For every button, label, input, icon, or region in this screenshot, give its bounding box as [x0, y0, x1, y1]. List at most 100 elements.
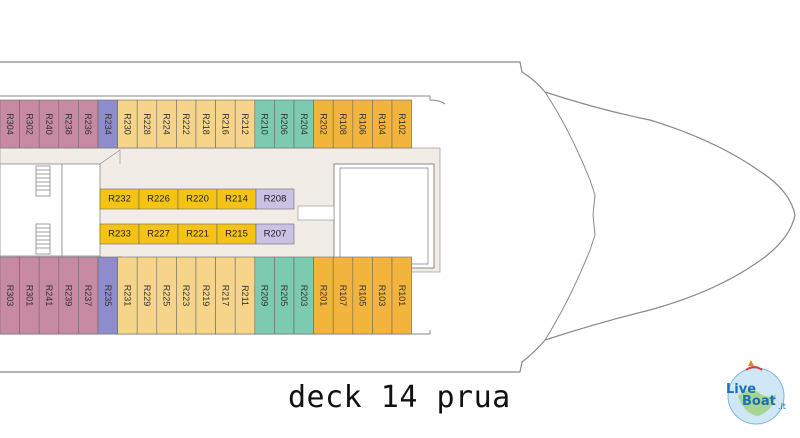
cabin-r232: R232 — [99, 188, 140, 210]
cabin-r231: R231 — [117, 256, 138, 335]
cabin-r302: R302 — [19, 99, 40, 149]
cabin-r301: R301 — [19, 256, 40, 335]
cabin-label: R202 — [318, 113, 328, 135]
cabin-r214: R214 — [216, 188, 257, 210]
cabin-r107: R107 — [332, 256, 354, 335]
cabin-r226: R226 — [138, 188, 179, 210]
forward-lounge — [333, 163, 435, 269]
cabin-r208: R208 — [255, 188, 295, 210]
cabin-label: R222 — [181, 113, 191, 135]
liveboat-logo: Live Boat .it — [718, 356, 794, 428]
logo-text-boat: Boat — [742, 394, 776, 409]
cabin-label: R201 — [318, 285, 328, 307]
cabin-label: R217 — [220, 285, 230, 307]
cabin-r234: R234 — [97, 99, 118, 149]
cabin-label: R225 — [162, 285, 172, 307]
logo-text-domain: .it — [778, 402, 786, 411]
cabin-r204: R204 — [293, 99, 314, 149]
cabin-label: R215 — [225, 229, 248, 240]
cabin-label: R236 — [83, 113, 93, 135]
cabin-r303: R303 — [0, 256, 20, 335]
cabin-r235: R235 — [97, 256, 118, 335]
cabin-label: R235 — [103, 285, 113, 307]
cabin-label: R232 — [108, 194, 131, 205]
cabin-r108: R108 — [332, 99, 354, 149]
cabin-label: R239 — [64, 285, 74, 307]
cabin-label: R212 — [240, 113, 250, 135]
logo-text-live: Live — [726, 382, 757, 397]
cabin-r229: R229 — [136, 256, 158, 335]
cabin-r239: R239 — [58, 256, 79, 335]
cabin-label: R229 — [142, 285, 152, 307]
deck-title: deck 14 prua — [288, 380, 511, 415]
cabin-label: R304 — [5, 113, 15, 135]
cabin-r220: R220 — [177, 188, 218, 210]
cabin-box — [255, 223, 295, 245]
elevator-lobby — [61, 163, 101, 257]
cabin-label: R240 — [44, 113, 54, 135]
cabin-r223: R223 — [176, 256, 197, 335]
cabin-r202: R202 — [313, 99, 334, 149]
cabin-r102: R102 — [391, 99, 412, 149]
cabin-label: R227 — [147, 229, 170, 240]
cabin-label: R223 — [181, 285, 191, 307]
inner-passage — [297, 205, 335, 221]
cabin-label: R238 — [64, 113, 74, 135]
cabin-box — [391, 256, 412, 335]
cabin-label: R208 — [264, 194, 287, 205]
cabin-label: R205 — [279, 285, 289, 307]
cabin-label: R219 — [201, 285, 211, 307]
cabin-label: R204 — [299, 113, 309, 135]
cabin-box — [255, 188, 295, 210]
cabin-label: R104 — [377, 113, 387, 135]
cabin-r106: R106 — [352, 99, 373, 149]
cabin-r203: R203 — [293, 256, 314, 335]
cabin-label: R101 — [397, 285, 407, 307]
cabin-r237: R237 — [78, 256, 99, 335]
cabin-r233: R233 — [99, 223, 140, 245]
cabin-label: R237 — [83, 285, 93, 307]
cabin-label: R216 — [220, 113, 230, 135]
cabin-label: R241 — [44, 285, 54, 307]
cabin-r201: R201 — [313, 256, 334, 335]
cabin-r225: R225 — [156, 256, 177, 335]
cabin-r222: R222 — [176, 99, 197, 149]
cabin-label: R105 — [358, 285, 368, 307]
cabin-label: R107 — [338, 285, 348, 307]
cabin-r221: R221 — [177, 223, 218, 245]
cabin-r224: R224 — [156, 99, 177, 149]
cabin-r209: R209 — [254, 256, 275, 335]
staircase-bottom — [35, 223, 51, 255]
stair-block-left — [0, 163, 63, 257]
cabin-label: R226 — [147, 194, 170, 205]
globe-icon — [727, 360, 785, 425]
cabin-r211: R211 — [234, 256, 256, 335]
cabin-label: R302 — [24, 113, 34, 135]
cabin-label: R228 — [142, 113, 152, 135]
cabin-r212: R212 — [234, 99, 256, 149]
cabin-label: R211 — [240, 285, 250, 306]
cabin-label: R301 — [24, 285, 34, 307]
cabin-r227: R227 — [138, 223, 179, 245]
cabin-label: R220 — [186, 194, 209, 205]
cabin-label: R102 — [397, 113, 407, 135]
cabin-r238: R238 — [58, 99, 79, 149]
cabin-r228: R228 — [136, 99, 158, 149]
cabin-r206: R206 — [274, 99, 295, 149]
cabin-r104: R104 — [372, 99, 393, 149]
cabin-r215: R215 — [216, 223, 257, 245]
cabin-label: R103 — [377, 285, 387, 307]
cabin-label: R206 — [279, 113, 289, 135]
cabin-r101: R101 — [391, 256, 412, 335]
cabin-label: R303 — [5, 285, 15, 307]
cabin-label: R218 — [201, 113, 211, 135]
cabin-label: R108 — [338, 113, 348, 135]
cabin-label: R233 — [108, 229, 131, 240]
cabin-label: R234 — [103, 113, 113, 135]
cabin-label: R209 — [260, 285, 270, 307]
cabin-label: R210 — [260, 113, 270, 135]
cabin-r217: R217 — [215, 256, 236, 335]
